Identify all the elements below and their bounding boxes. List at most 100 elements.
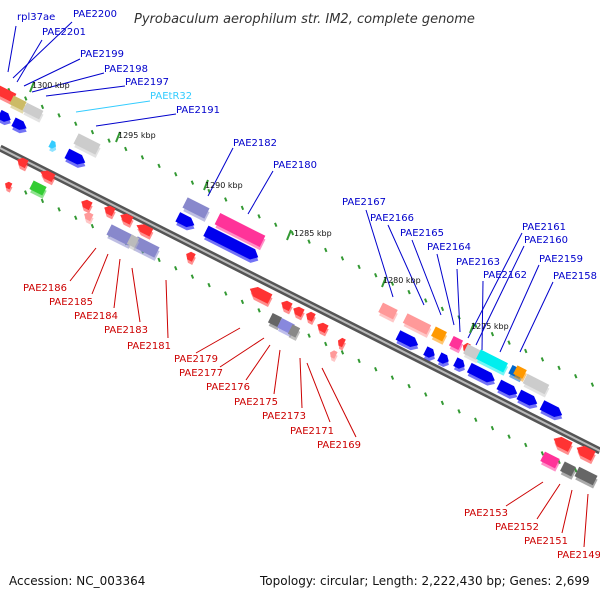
- guide-dot: [574, 374, 578, 379]
- gene-label: PAE2179: [174, 354, 218, 365]
- leader-line: [456, 268, 461, 333]
- reverse-gene-arrow: [306, 311, 316, 325]
- position-tick-label: 1300 kbp: [32, 81, 70, 90]
- gene-label: PAE2180: [273, 160, 317, 171]
- label-leader-lines: [7, 21, 589, 548]
- tick-mark: [381, 276, 387, 288]
- gene-label: PAE2169: [317, 440, 361, 451]
- guide-dot: [424, 392, 428, 397]
- reverse-gene-arrow: [17, 157, 29, 172]
- position-tick-label: 1275 kbp: [471, 322, 509, 331]
- leader-line: [113, 258, 121, 309]
- guide-dot: [40, 104, 45, 110]
- tick-mark: [203, 179, 209, 191]
- gene-block: [214, 213, 266, 251]
- guide-dot: [257, 308, 261, 313]
- leader-line: [95, 113, 177, 127]
- guide-dot: [524, 442, 528, 448]
- gene-block: [182, 197, 210, 222]
- tick-mark: [115, 131, 121, 143]
- gene-label: PAE2198: [104, 64, 148, 75]
- gene-label: PAE2191: [176, 105, 220, 116]
- gene-block: [378, 302, 398, 323]
- guide-dot: [57, 113, 61, 118]
- gene-label: PAE2167: [342, 197, 386, 208]
- forward-gene-arrow: [516, 389, 538, 409]
- gene-block: [29, 180, 47, 199]
- leader-line: [306, 362, 331, 423]
- guide-dot: [174, 266, 178, 271]
- leader-line: [519, 281, 554, 353]
- gene-label: PAE2201: [42, 27, 86, 38]
- tick-mark: [29, 81, 35, 93]
- guide-dot: [240, 299, 245, 305]
- gene-label: PAE2182: [233, 138, 277, 149]
- leader-line: [195, 327, 241, 354]
- gene-block: [287, 324, 301, 341]
- leader-line: [91, 253, 109, 295]
- gene-block: [560, 461, 577, 480]
- forward-gene-arrow: [466, 362, 495, 386]
- gene-label: PAE2151: [524, 536, 568, 547]
- guide-dot: [474, 417, 478, 423]
- gene-label: PAE2159: [539, 254, 583, 265]
- guide-dot: [557, 365, 561, 371]
- leader-line: [247, 170, 274, 215]
- leader-line: [16, 39, 43, 83]
- gene-label: PAE2183: [104, 325, 148, 336]
- leader-line: [69, 247, 97, 282]
- genome-summary-text: Topology: circular; Length: 2,222,430 bp…: [259, 574, 590, 588]
- reverse-gene-arrow: [281, 300, 293, 315]
- gene-label: PAE2161: [522, 222, 566, 233]
- gene-label: PAE2163: [456, 257, 500, 268]
- gene-label: PAE2200: [73, 9, 117, 20]
- forward-gene-arrow: [423, 346, 435, 362]
- gene-block: [513, 365, 527, 382]
- position-tick-label: 1285 kbp: [294, 229, 332, 238]
- guide-dot: [307, 239, 311, 244]
- leader-line: [365, 209, 394, 298]
- guide-dot: [440, 400, 445, 406]
- reverse-gene-arrow: [104, 205, 116, 220]
- guide-dot: [307, 333, 311, 338]
- guide-dot: [524, 348, 528, 354]
- gene-label: PAE2181: [127, 341, 171, 352]
- map-title: Pyrobaculum aerophilum str. IM2, complet…: [134, 12, 475, 27]
- gene-label: PAE2164: [427, 242, 471, 253]
- guide-dot: [357, 264, 361, 270]
- position-tick-label: 1290 kbp: [205, 181, 243, 190]
- gene-label: PAE2176: [206, 382, 250, 393]
- reverse-gene-arrow: [5, 181, 13, 193]
- guide-dot: [507, 434, 511, 439]
- guide-dot: [140, 155, 145, 160]
- guide-dot: [290, 230, 295, 236]
- gene-label: PAE2199: [80, 49, 124, 60]
- leader-line: [45, 85, 126, 97]
- gene-label: PAE2158: [553, 271, 597, 282]
- guide-dot: [390, 375, 395, 380]
- guide-dot: [157, 257, 161, 263]
- leader-line: [475, 245, 525, 346]
- reverse-gene-arrow: [553, 436, 573, 456]
- guide-dot: [107, 138, 111, 143]
- tick-mark: [469, 322, 475, 334]
- leader-line: [299, 357, 303, 409]
- guide-dot: [57, 207, 61, 212]
- guide-dot: [157, 163, 161, 169]
- guide-dot: [407, 289, 411, 295]
- leader-line: [583, 493, 589, 548]
- guide-dot: [74, 121, 78, 127]
- forward-gene-arrow: [453, 357, 465, 373]
- forward-gene-arrow: [437, 352, 449, 368]
- guide-dot: [207, 282, 211, 288]
- forward-gene-arrow: [64, 148, 86, 168]
- reverse-gene-arrow: [120, 213, 134, 228]
- forward-gene-arrow: [0, 109, 11, 126]
- gene-label: PAE2197: [125, 77, 169, 88]
- leader-line: [31, 72, 105, 93]
- gene-block: [448, 335, 464, 354]
- leader-line: [436, 253, 455, 326]
- gene-label: PAE2160: [524, 235, 568, 246]
- reverse-gene-arrow: [249, 287, 273, 308]
